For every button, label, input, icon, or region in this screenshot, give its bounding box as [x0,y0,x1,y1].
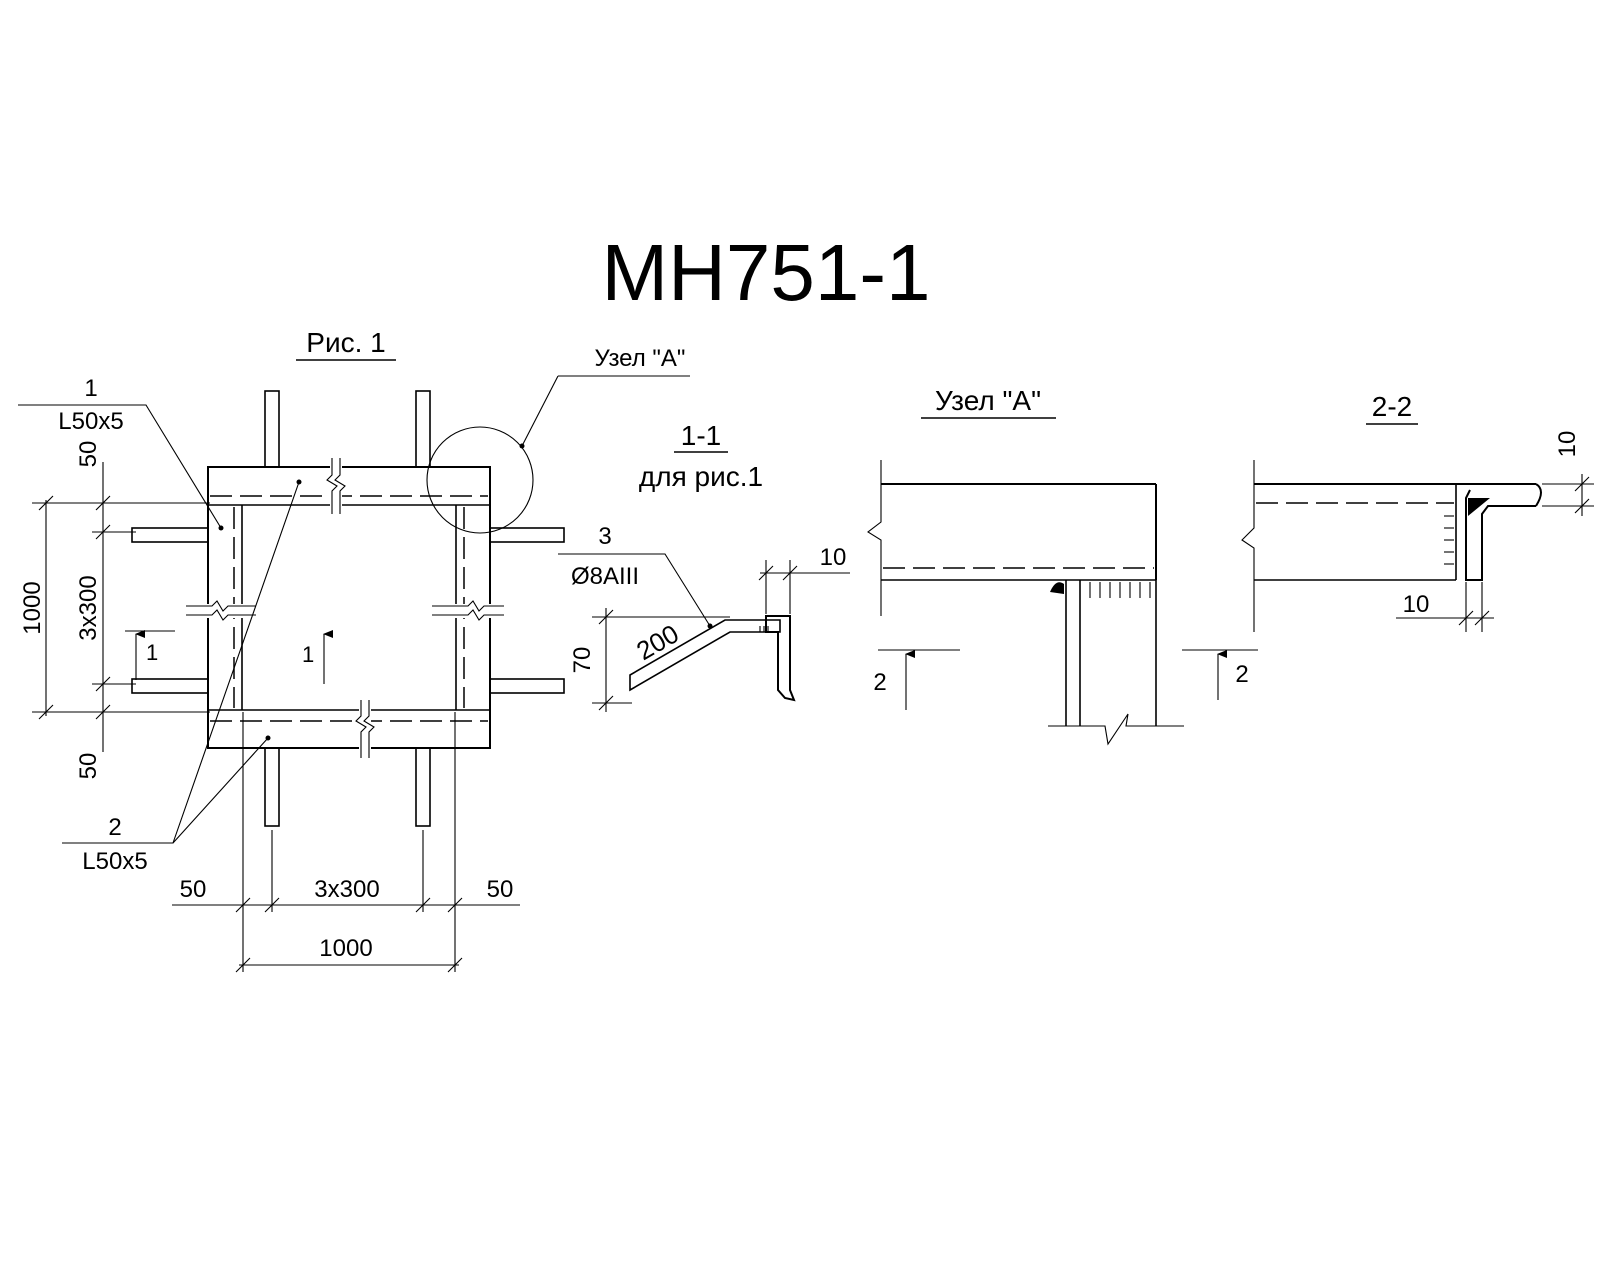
bottom-dimensions: 50 3x300 50 1000 [172,712,520,973]
dim-2-2-top: 10 [1554,431,1581,458]
dim-bottom-right: 50 [487,876,514,903]
section-1-1: 1-1 для рис.1 3 Ø8AIII 200 70 10 [558,420,850,712]
section-mark-left: 1 [146,640,158,665]
pos2-number: 2 [108,814,121,841]
node-a-detail: Узел "А" 2 2 [867,385,1258,746]
dim-offset: 10 [820,544,847,571]
node-a-callout-label: Узел "А" [595,345,686,372]
dim-bottom-total: 1000 [319,935,372,962]
pos3-number: 3 [598,523,611,550]
node-a-title: Узел "А" [935,385,1041,416]
section-2-2-title: 2-2 [1372,391,1412,422]
pos2-profile: L50x5 [82,848,147,875]
dim-2-2-bottom: 10 [1403,591,1430,618]
dim-bottom-mid: 3x300 [314,876,379,903]
dim-bar-length: 200 [631,618,684,666]
node-a-callout-circle [426,426,534,534]
dim-bar-height: 70 [569,647,596,674]
section-2-2: 2-2 10 10 [1241,391,1594,632]
node-a-mark-right: 2 [1235,661,1248,688]
section-1-1-title: 1-1 [681,420,721,451]
left-dimensions: 50 3x300 50 1000 [19,441,210,780]
pos1-number: 1 [84,375,97,402]
dim-left-bottom: 50 [75,753,102,780]
dim-left-mid: 3x300 [75,575,102,640]
pos3-rebar: Ø8AIII [571,563,639,590]
fig1-caption: Рис. 1 [306,327,385,358]
dim-bottom-left: 50 [180,876,207,903]
break-marks [186,458,504,758]
drawing-title: МН751-1 [601,228,930,317]
section-mark-center: 1 [302,642,314,667]
node-a-mark-left: 2 [873,669,886,696]
figure-1: Рис. 1 [18,327,690,973]
pos1-profile: L50x5 [58,408,123,435]
dim-left-total: 1000 [19,581,46,634]
dim-left-top: 50 [75,441,102,468]
section-1-1-subtitle: для рис.1 [639,461,763,492]
